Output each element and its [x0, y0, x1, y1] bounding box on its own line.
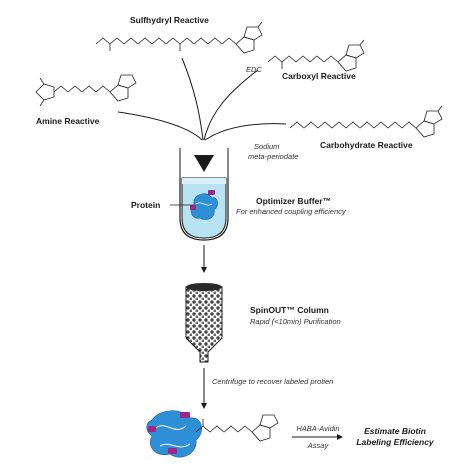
optimizer-buffer-description: For enhanced coupling efficiency	[236, 207, 346, 216]
spin-column	[185, 283, 223, 363]
amine-molecule	[35, 74, 137, 107]
converge-arrowhead	[194, 155, 214, 172]
haba-avidin-label: HABA-Avidin	[296, 424, 340, 433]
spinout-column-description: Rapid (<10min) Purification	[250, 317, 341, 326]
assay-label: Assay	[307, 441, 329, 450]
carbohydrate-molecule	[289, 105, 443, 138]
sodium-label: Sodium	[254, 142, 280, 151]
sulfhydryl-molecule	[95, 21, 263, 54]
carboxyl-molecule	[267, 39, 365, 72]
sulfhydryl-reactive-label: Sulfhydryl Reactive	[130, 15, 209, 25]
meta-periodate-label: meta-periodate	[248, 152, 299, 161]
estimate-biotin-label: Estimate Biotin	[364, 426, 426, 436]
optimizer-buffer-label: Optimizer Buffer™	[256, 196, 332, 206]
labeled-protein	[146, 410, 202, 458]
product-biotin-linker	[195, 414, 279, 442]
edc-label: EDC	[246, 65, 262, 74]
protein-label: Protein	[131, 200, 161, 210]
carboxyl-reactive-label: Carboxyl Reactive	[282, 71, 356, 81]
protein-in-tube	[190, 190, 218, 220]
labeling-efficiency-label: Labeling Efficiency	[356, 437, 434, 447]
converging-arrows	[117, 57, 287, 141]
amine-reactive-label: Amine Reactive	[36, 116, 100, 126]
carbohydrate-reactive-label: Carbohydrate Reactive	[320, 140, 413, 150]
centrifuge-step-label: Centrifuge to recover labeled protien	[212, 377, 334, 386]
spinout-column-label: SpinOUT™ Column	[250, 305, 329, 315]
